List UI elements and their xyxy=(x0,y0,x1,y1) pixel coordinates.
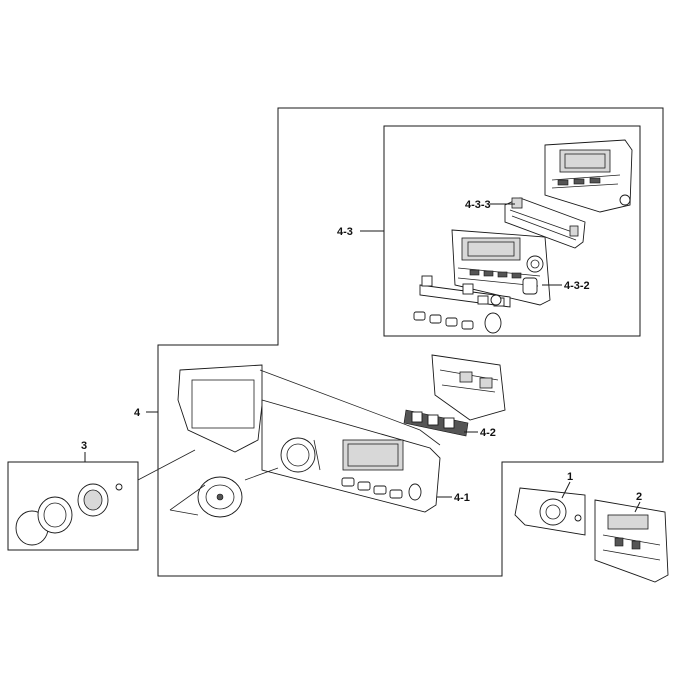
label-1: 1 xyxy=(567,471,573,483)
bracket-4-3-3 xyxy=(504,197,586,249)
knob-assembly-box xyxy=(7,461,139,551)
front-panel-4-1 xyxy=(261,399,441,513)
label-4-3: 4-3 xyxy=(337,226,353,238)
encoder-part-1 xyxy=(514,487,586,536)
knob-assembly-3 xyxy=(15,483,123,546)
label-3: 3 xyxy=(81,440,87,452)
label-4: 4 xyxy=(134,407,141,419)
small-buttons-row xyxy=(413,311,502,334)
main-frame-outline xyxy=(157,107,664,577)
leader-1 xyxy=(561,481,571,499)
label-2: 2 xyxy=(636,491,642,503)
label-4-3-3: 4-3-3 xyxy=(465,199,491,211)
button-insert-4-2 xyxy=(403,409,469,437)
leader-2 xyxy=(634,501,641,513)
display-pcb-top xyxy=(544,139,633,213)
label-4-3-2: 4-3-2 xyxy=(564,280,590,292)
button-strip xyxy=(419,275,511,308)
selector-ring xyxy=(197,476,243,518)
display-panel-middle xyxy=(451,229,551,306)
control-panel-housing-4 xyxy=(177,364,441,453)
pcb-bracket xyxy=(431,354,506,421)
label-4-1: 4-1 xyxy=(454,492,470,504)
label-4-2: 4-2 xyxy=(480,427,496,439)
guide-lines xyxy=(137,449,279,516)
main-pcb-2 xyxy=(594,499,669,583)
